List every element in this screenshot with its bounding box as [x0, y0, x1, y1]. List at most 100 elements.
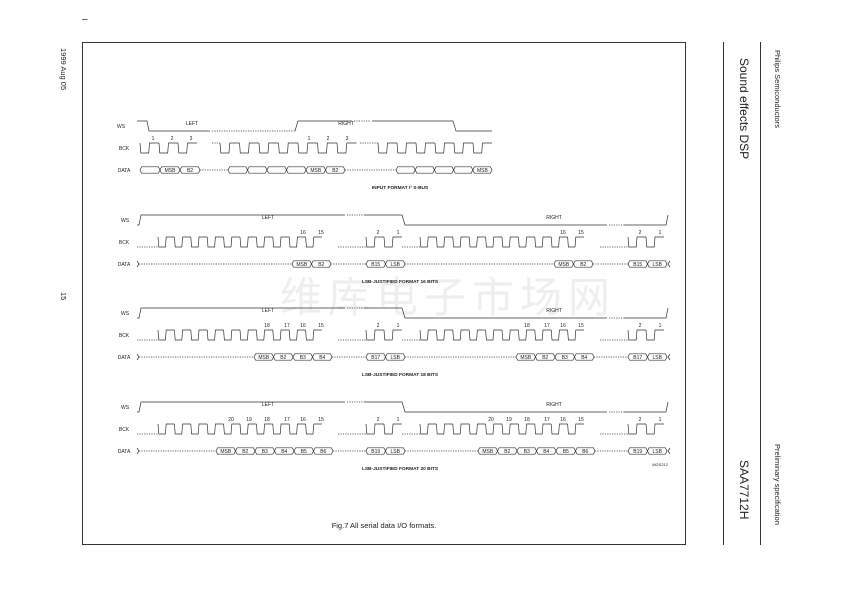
- data-cells: [215, 447, 334, 455]
- channel-right-label: RIGHT: [338, 121, 354, 127]
- ws-waveform: [137, 307, 345, 319]
- watermark: 维库电子市场网: [280, 273, 617, 322]
- data-cells-label: B4: [543, 449, 549, 455]
- ws-waveform: [624, 401, 669, 413]
- data-cells-label: B3: [262, 449, 268, 455]
- channel-left-label: LEFT: [262, 308, 274, 314]
- channel-left-label: LEFT: [262, 402, 274, 408]
- bit-count-label: 17: [284, 417, 290, 423]
- bit-count-label: 19: [246, 417, 252, 423]
- bck-waveform: [365, 236, 402, 248]
- bit-count-label: 1: [397, 230, 400, 236]
- data-cells-label: B5: [563, 449, 569, 455]
- ws-waveform: [372, 120, 492, 132]
- bck-label: BCK: [119, 427, 130, 433]
- bit-count-label: 18: [264, 417, 270, 423]
- bit-count-label: 1: [152, 136, 155, 142]
- top-mark: –: [82, 14, 88, 25]
- data-cells: [136, 260, 140, 268]
- bck-waveform: [419, 236, 584, 248]
- data-cells: [477, 447, 596, 455]
- data-cells-label: B2: [280, 355, 286, 361]
- data-cells-label: LSB: [653, 262, 663, 268]
- bit-count-label: 17: [284, 323, 290, 329]
- ws-waveform: [624, 214, 669, 226]
- ws-label: WS: [121, 218, 130, 224]
- panel-title: LSB-JUSTIFIED FORMAT 18 BITS: [362, 372, 439, 378]
- ws-waveform: [294, 120, 352, 132]
- bit-count-label: 2: [639, 230, 642, 236]
- bit-count-label: 15: [318, 230, 324, 236]
- bit-count-label: 2: [327, 136, 330, 142]
- data-cells-label: B19: [633, 449, 642, 455]
- data-cells-label: B3: [562, 355, 568, 361]
- bit-count-label: 1: [659, 417, 662, 423]
- ws-waveform: [137, 120, 210, 132]
- data-cells-label: MSB: [165, 168, 177, 174]
- figure-caption: Fig.7 All serial data I/O formats.: [331, 521, 437, 530]
- bck-waveform: [157, 423, 322, 435]
- data-label: DATA: [118, 168, 131, 174]
- header-divider-1: [723, 42, 724, 545]
- bck-label: BCK: [119, 146, 130, 152]
- data-cells-label: MSB: [558, 262, 570, 268]
- bck-waveform: [219, 142, 357, 154]
- bit-count-label: 1: [659, 323, 662, 329]
- bck-waveform: [365, 329, 402, 341]
- bit-count-label: 18: [264, 323, 270, 329]
- data-cells-label: B17: [633, 355, 642, 361]
- channel-right-label: RIGHT: [546, 402, 562, 408]
- ws-label: WS: [117, 124, 126, 130]
- bit-count-label: 15: [578, 417, 584, 423]
- bck-label: BCK: [119, 333, 130, 339]
- bck-waveform: [627, 423, 664, 435]
- data-cells: [515, 353, 595, 361]
- bit-count-label: 1: [659, 230, 662, 236]
- figure-frame: [82, 42, 686, 545]
- data-cells-label: MSB: [220, 449, 232, 455]
- data-label: DATA: [118, 355, 131, 361]
- ws-waveform: [624, 307, 669, 319]
- ws-waveform: [364, 401, 607, 413]
- data-cells: [627, 447, 668, 455]
- data-cells-label: MSB: [477, 168, 489, 174]
- data-cells-label: B2: [580, 262, 586, 268]
- ws-waveform: [137, 214, 345, 226]
- bit-count-label: 17: [544, 323, 550, 329]
- data-cells: [395, 166, 493, 174]
- header-divider-2: [760, 42, 761, 545]
- data-cells: [227, 166, 346, 174]
- data-cells-label: B4: [319, 355, 325, 361]
- bit-count-label: 1: [397, 323, 400, 329]
- channel-left-label: LEFT: [186, 121, 198, 127]
- bit-count-label: 15: [318, 417, 324, 423]
- data-cells-label: MSB: [310, 168, 322, 174]
- channel-right-label: RIGHT: [546, 215, 562, 221]
- bit-count-label: 2: [171, 136, 174, 142]
- bit-count-label: 20: [228, 417, 234, 423]
- bit-count-label: 16: [560, 230, 566, 236]
- data-cells: [253, 353, 333, 361]
- data-cells-label: B15: [633, 262, 642, 268]
- data-cells-label: LSB: [391, 262, 401, 268]
- data-cells: [627, 260, 668, 268]
- data-cells-label: LSB: [391, 355, 401, 361]
- data-cells-label: LSB: [391, 449, 401, 455]
- bit-count-label: 2: [377, 230, 380, 236]
- panel-title: LSB-JUSTIFIED FORMAT 16 BITS: [362, 279, 439, 285]
- data-cells: [667, 353, 671, 361]
- figure-code: MGS212: [652, 462, 669, 467]
- ws-waveform: [137, 401, 345, 413]
- data-cells: [627, 353, 668, 361]
- data-cells: [667, 260, 671, 268]
- data-cells-label: B2: [504, 449, 510, 455]
- data-cells-label: B2: [187, 168, 193, 174]
- data-cells-label: MSB: [258, 355, 270, 361]
- bck-waveform: [419, 329, 584, 341]
- panel-title: INPUT FORMAT I² S-BUS: [372, 185, 429, 191]
- data-cells: [136, 353, 140, 361]
- bit-count-label: 3: [190, 136, 193, 142]
- bck-waveform: [627, 236, 664, 248]
- data-cells-label: LSB: [653, 355, 663, 361]
- bit-count-label: 15: [578, 323, 584, 329]
